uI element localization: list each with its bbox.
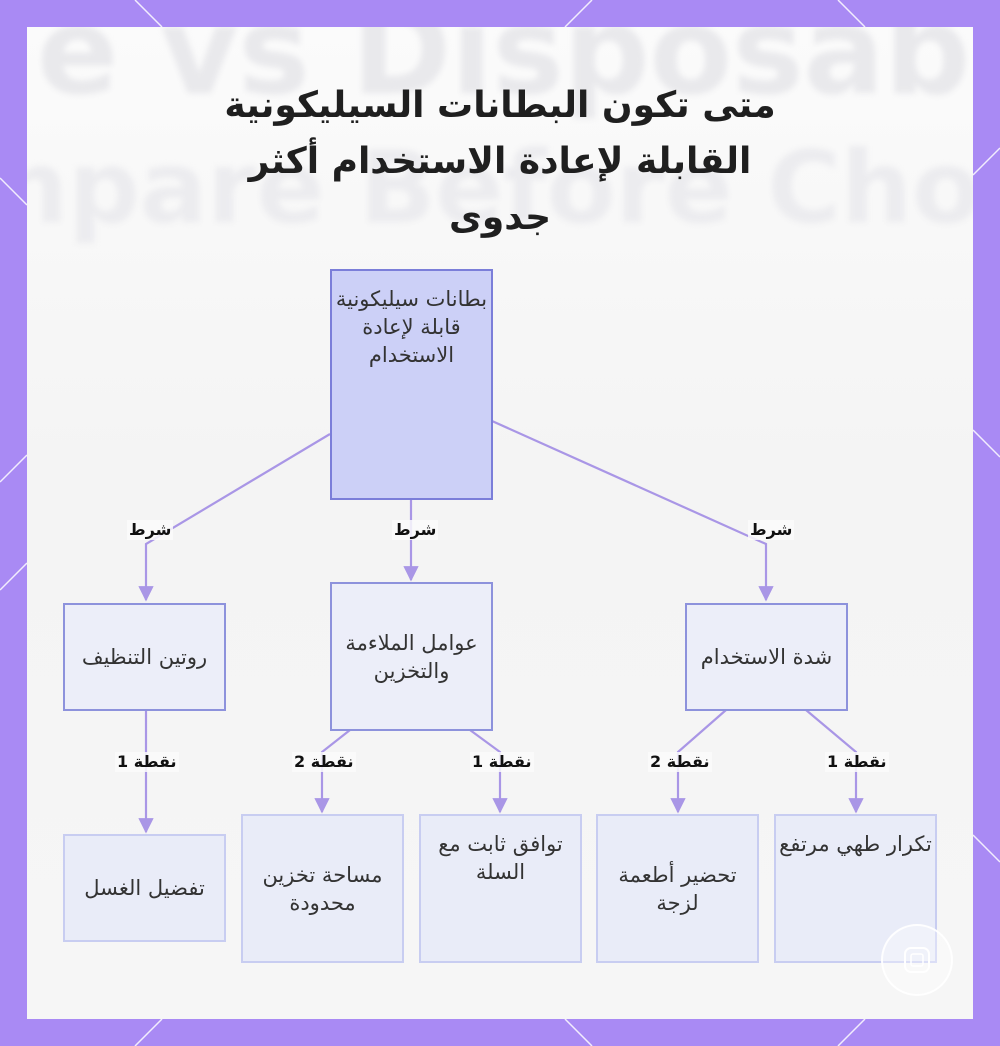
edge-label-condition-right: شرط bbox=[748, 520, 795, 540]
node-washing-preference: تفضيل الغسل bbox=[63, 834, 226, 942]
node-cleaning-routine: روتين التنظيف bbox=[63, 603, 226, 711]
node-basket-label: توافق ثابت مع السلة bbox=[438, 832, 563, 884]
edge-label-point2-usage: نقطة 2 bbox=[648, 752, 712, 772]
edge-label-point2-fit: نقطة 2 bbox=[292, 752, 356, 772]
diagram-title: متى تكون البطانات السيليكونية القابلة لإ… bbox=[224, 85, 776, 238]
edge-label-condition-left: شرط bbox=[127, 520, 174, 540]
edge-label-condition-center: شرط bbox=[392, 520, 439, 540]
node-fit-storage-factors: عوامل الملاءمة والتخزين bbox=[330, 582, 493, 731]
node-sticky-label: تحضير أطعمة لزجة bbox=[618, 862, 737, 915]
node-storage-label: مساحة تخزين محدودة bbox=[262, 862, 383, 915]
node-basket-fit: توافق ثابت مع السلة bbox=[419, 814, 582, 963]
node-usage-label: شدة الاستخدام bbox=[700, 645, 833, 669]
edge-label-point1-fit: نقطة 1 bbox=[470, 752, 534, 772]
edge-root-usage bbox=[491, 419, 774, 602]
node-cleaning-label: روتين التنظيف bbox=[81, 645, 208, 669]
node-root: بطانات سيليكونية قابلة لإعادة الاستخدام bbox=[330, 269, 493, 500]
node-frequent-label: تكرار طهي مرتفع bbox=[779, 832, 932, 856]
node-usage-intensity: شدة الاستخدام bbox=[685, 603, 848, 711]
node-fit-label: عوامل الملاءمة والتخزين bbox=[345, 630, 478, 683]
node-washing-label: تفضيل الغسل bbox=[84, 876, 205, 900]
edge-label-point1-cleaning: نقطة 1 bbox=[115, 752, 179, 772]
edge-root-cleaning bbox=[138, 433, 331, 602]
node-root-label: بطانات سيليكونية قابلة لإعادة الاستخدام bbox=[335, 287, 488, 367]
node-limited-storage: مساحة تخزين محدودة bbox=[241, 814, 404, 963]
node-sticky-foods: تحضير أطعمة لزجة bbox=[596, 814, 759, 963]
edge-label-point1-usage: نقطة 1 bbox=[825, 752, 889, 772]
corner-badge-icon bbox=[881, 924, 953, 996]
